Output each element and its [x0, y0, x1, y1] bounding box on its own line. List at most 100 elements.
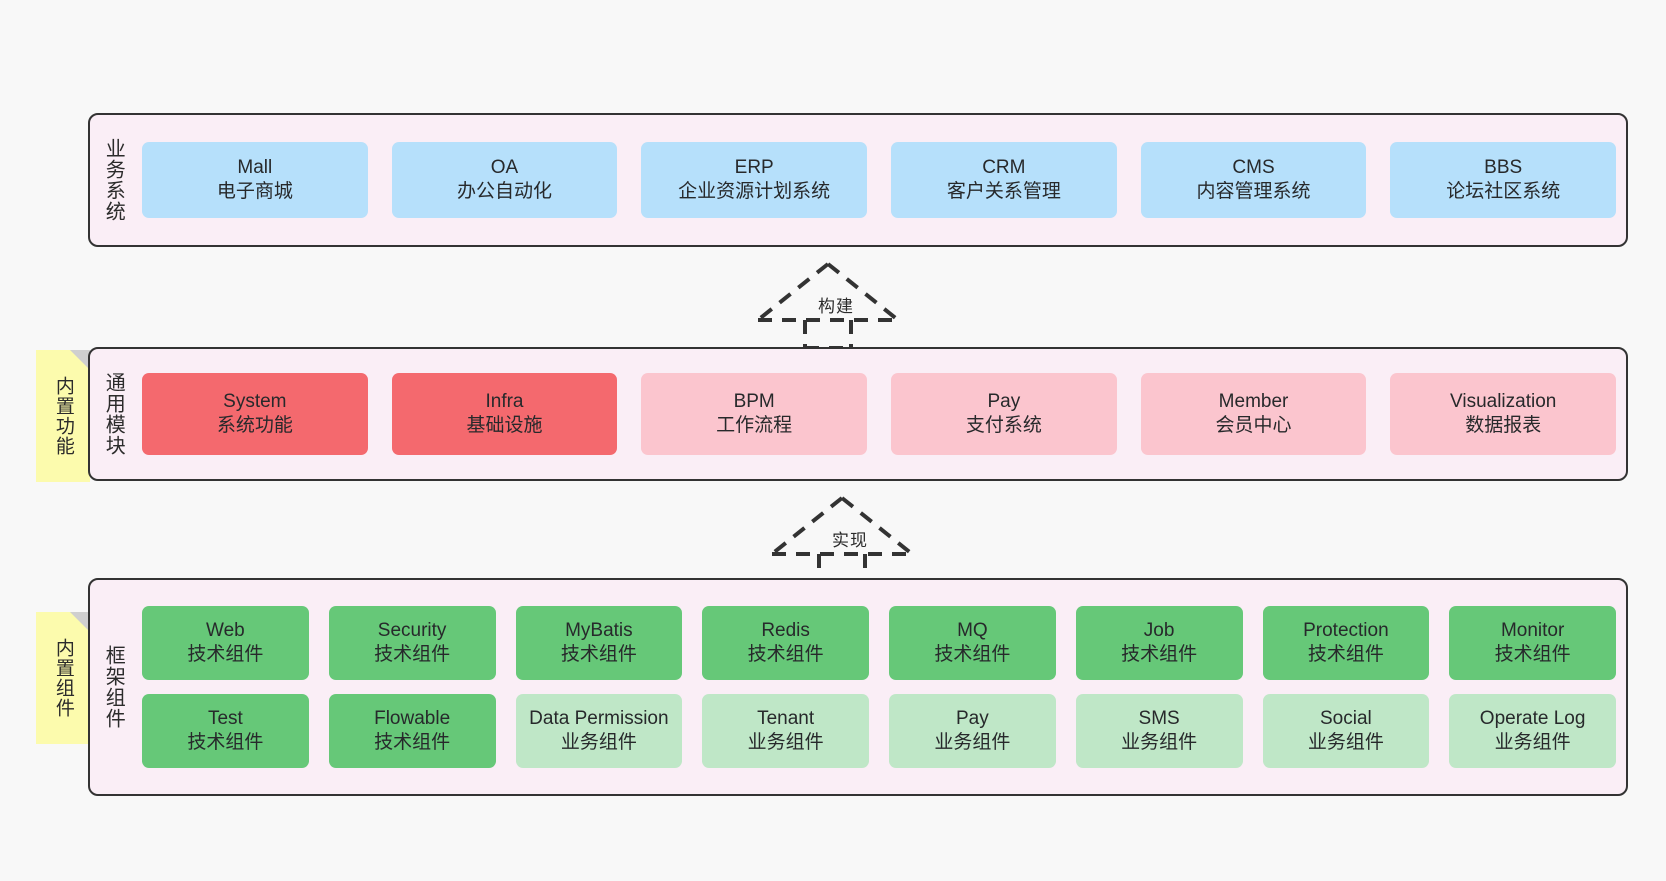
card-data-permission-name: Data Permission — [529, 707, 669, 729]
card-tenant-desc: 业务组件 — [747, 732, 824, 753]
card-pay-module-desc: 支付系统 — [965, 415, 1042, 436]
card-test[interactable]: Test 技术组件 — [142, 694, 309, 768]
note-builtin-components: 内置组件 — [36, 612, 90, 744]
card-infra-desc: 基础设施 — [466, 415, 543, 436]
card-sms-desc: 业务组件 — [1121, 732, 1198, 753]
card-oa-desc: 办公自动化 — [457, 181, 553, 202]
note-builtin-components-text: 内置组件 — [52, 638, 74, 718]
card-data-permission-desc: 业务组件 — [560, 732, 637, 753]
note-builtin-features-text: 内置功能 — [52, 376, 74, 456]
layer-general-modules-title: 通用模块 — [102, 372, 125, 456]
framework-tech-row: Web 技术组件 Security 技术组件 MyBatis 技术组件 Redi… — [142, 606, 1616, 680]
card-mybatis-name: MyBatis — [565, 619, 633, 641]
card-redis[interactable]: Redis 技术组件 — [702, 606, 869, 680]
card-infra-name: Infra — [485, 390, 524, 412]
layer-framework-components: 框架组件 Web 技术组件 Security 技术组件 MyBatis 技术组件… — [88, 578, 1628, 796]
card-crm-name: CRM — [982, 156, 1026, 178]
layer-business-system-title: 业务系统 — [102, 138, 125, 222]
card-mq-desc: 技术组件 — [934, 644, 1011, 665]
card-tenant[interactable]: Tenant 业务组件 — [702, 694, 869, 768]
card-pay-component-name: Pay — [956, 707, 989, 729]
card-erp-name: ERP — [734, 156, 774, 178]
note-fold-corner-icon — [70, 350, 90, 370]
card-protection-name: Protection — [1303, 619, 1389, 641]
connector-build-label: 构建 — [818, 297, 854, 316]
card-monitor-desc: 技术组件 — [1494, 644, 1571, 665]
card-sms-name: SMS — [1138, 707, 1180, 729]
card-pay-component-desc: 业务组件 — [934, 732, 1011, 753]
card-member[interactable]: Member 会员中心 — [1140, 373, 1367, 455]
card-security[interactable]: Security 技术组件 — [328, 606, 496, 680]
layer-framework-components-body: Web 技术组件 Security 技术组件 MyBatis 技术组件 Redi… — [136, 580, 1626, 794]
card-sms[interactable]: SMS 业务组件 — [1075, 694, 1243, 768]
card-bpm-desc: 工作流程 — [716, 415, 793, 436]
card-pay-module[interactable]: Pay 支付系统 — [891, 373, 1117, 455]
card-system[interactable]: System 系统功能 — [142, 373, 368, 455]
connector-implement-label: 实现 — [832, 531, 868, 550]
card-protection-desc: 技术组件 — [1307, 644, 1384, 665]
card-operate-log[interactable]: Operate Log 业务组件 — [1449, 694, 1616, 768]
card-system-name: System — [223, 390, 287, 412]
card-mq-name: MQ — [957, 619, 988, 641]
card-data-permission[interactable]: Data Permission 业务组件 — [515, 694, 683, 768]
card-cms-name: CMS — [1232, 156, 1275, 178]
card-job-name: Job — [1143, 619, 1175, 641]
business-card-row: Mall 电子商城 OA 办公自动化 ERP 企业资源计划系统 CRM 客户关系… — [142, 142, 1617, 218]
layer-general-modules-body: System 系统功能 Infra 基础设施 BPM 工作流程 Pay 支付系统… — [136, 349, 1626, 479]
card-bbs-name: BBS — [1484, 156, 1523, 178]
layer-business-system-body: Mall 电子商城 OA 办公自动化 ERP 企业资源计划系统 CRM 客户关系… — [136, 115, 1626, 245]
card-test-desc: 技术组件 — [187, 732, 264, 753]
card-monitor[interactable]: Monitor 技术组件 — [1449, 606, 1616, 680]
layer-general-modules: 通用模块 System 系统功能 Infra 基础设施 BPM 工作流程 Pay… — [88, 347, 1628, 481]
card-visualization-desc: 数据报表 — [1465, 415, 1542, 436]
card-flowable[interactable]: Flowable 技术组件 — [328, 694, 496, 768]
card-web[interactable]: Web 技术组件 — [142, 606, 309, 680]
card-bpm-name: BPM — [733, 390, 775, 412]
card-pay-component[interactable]: Pay 业务组件 — [889, 694, 1056, 768]
card-social-name: Social — [1320, 707, 1372, 729]
card-bpm[interactable]: BPM 工作流程 — [641, 373, 868, 455]
card-cms[interactable]: CMS 内容管理系统 — [1140, 142, 1367, 218]
card-redis-name: Redis — [761, 619, 810, 641]
card-protection[interactable]: Protection 技术组件 — [1262, 606, 1430, 680]
card-security-desc: 技术组件 — [374, 644, 451, 665]
card-visualization[interactable]: Visualization 数据报表 — [1390, 373, 1617, 455]
card-mall-name: Mall — [237, 156, 273, 178]
card-test-name: Test — [207, 707, 243, 729]
card-infra[interactable]: Infra 基础设施 — [391, 373, 618, 455]
card-job[interactable]: Job 技术组件 — [1075, 606, 1243, 680]
card-member-name: Member — [1218, 390, 1289, 412]
card-erp[interactable]: ERP 企业资源计划系统 — [641, 142, 868, 218]
card-mybatis-desc: 技术组件 — [560, 644, 637, 665]
card-member-desc: 会员中心 — [1215, 415, 1292, 436]
card-social[interactable]: Social 业务组件 — [1262, 694, 1430, 768]
framework-business-row: Test 技术组件 Flowable 技术组件 Data Permission … — [142, 694, 1616, 768]
card-mall[interactable]: Mall 电子商城 — [142, 142, 368, 218]
card-tenant-name: Tenant — [757, 707, 815, 729]
card-security-name: Security — [377, 619, 447, 641]
card-operate-log-desc: 业务组件 — [1494, 732, 1571, 753]
card-bbs-desc: 论坛社区系统 — [1446, 181, 1561, 202]
card-system-desc: 系统功能 — [216, 415, 293, 436]
card-visualization-name: Visualization — [1450, 390, 1557, 412]
layer-business-system: 业务系统 Mall 电子商城 OA 办公自动化 ERP 企业资源计划系统 CRM… — [88, 113, 1628, 247]
card-pay-module-name: Pay — [987, 390, 1021, 412]
card-job-desc: 技术组件 — [1121, 644, 1198, 665]
card-operate-log-name: Operate Log — [1479, 707, 1586, 729]
card-mq[interactable]: MQ 技术组件 — [889, 606, 1056, 680]
card-mybatis[interactable]: MyBatis 技术组件 — [515, 606, 683, 680]
card-mall-desc: 电子商城 — [216, 181, 293, 202]
layer-framework-components-title: 框架组件 — [102, 645, 125, 729]
card-erp-desc: 企业资源计划系统 — [678, 181, 831, 202]
card-web-desc: 技术组件 — [187, 644, 264, 665]
card-web-name: Web — [206, 619, 245, 641]
card-bbs[interactable]: BBS 论坛社区系统 — [1390, 142, 1617, 218]
note-fold-corner-icon — [70, 612, 90, 632]
card-crm-desc: 客户关系管理 — [946, 181, 1061, 202]
card-oa[interactable]: OA 办公自动化 — [391, 142, 618, 218]
card-crm[interactable]: CRM 客户关系管理 — [891, 142, 1117, 218]
note-builtin-features: 内置功能 — [36, 350, 90, 482]
card-flowable-name: Flowable — [374, 707, 451, 729]
card-flowable-desc: 技术组件 — [374, 732, 451, 753]
